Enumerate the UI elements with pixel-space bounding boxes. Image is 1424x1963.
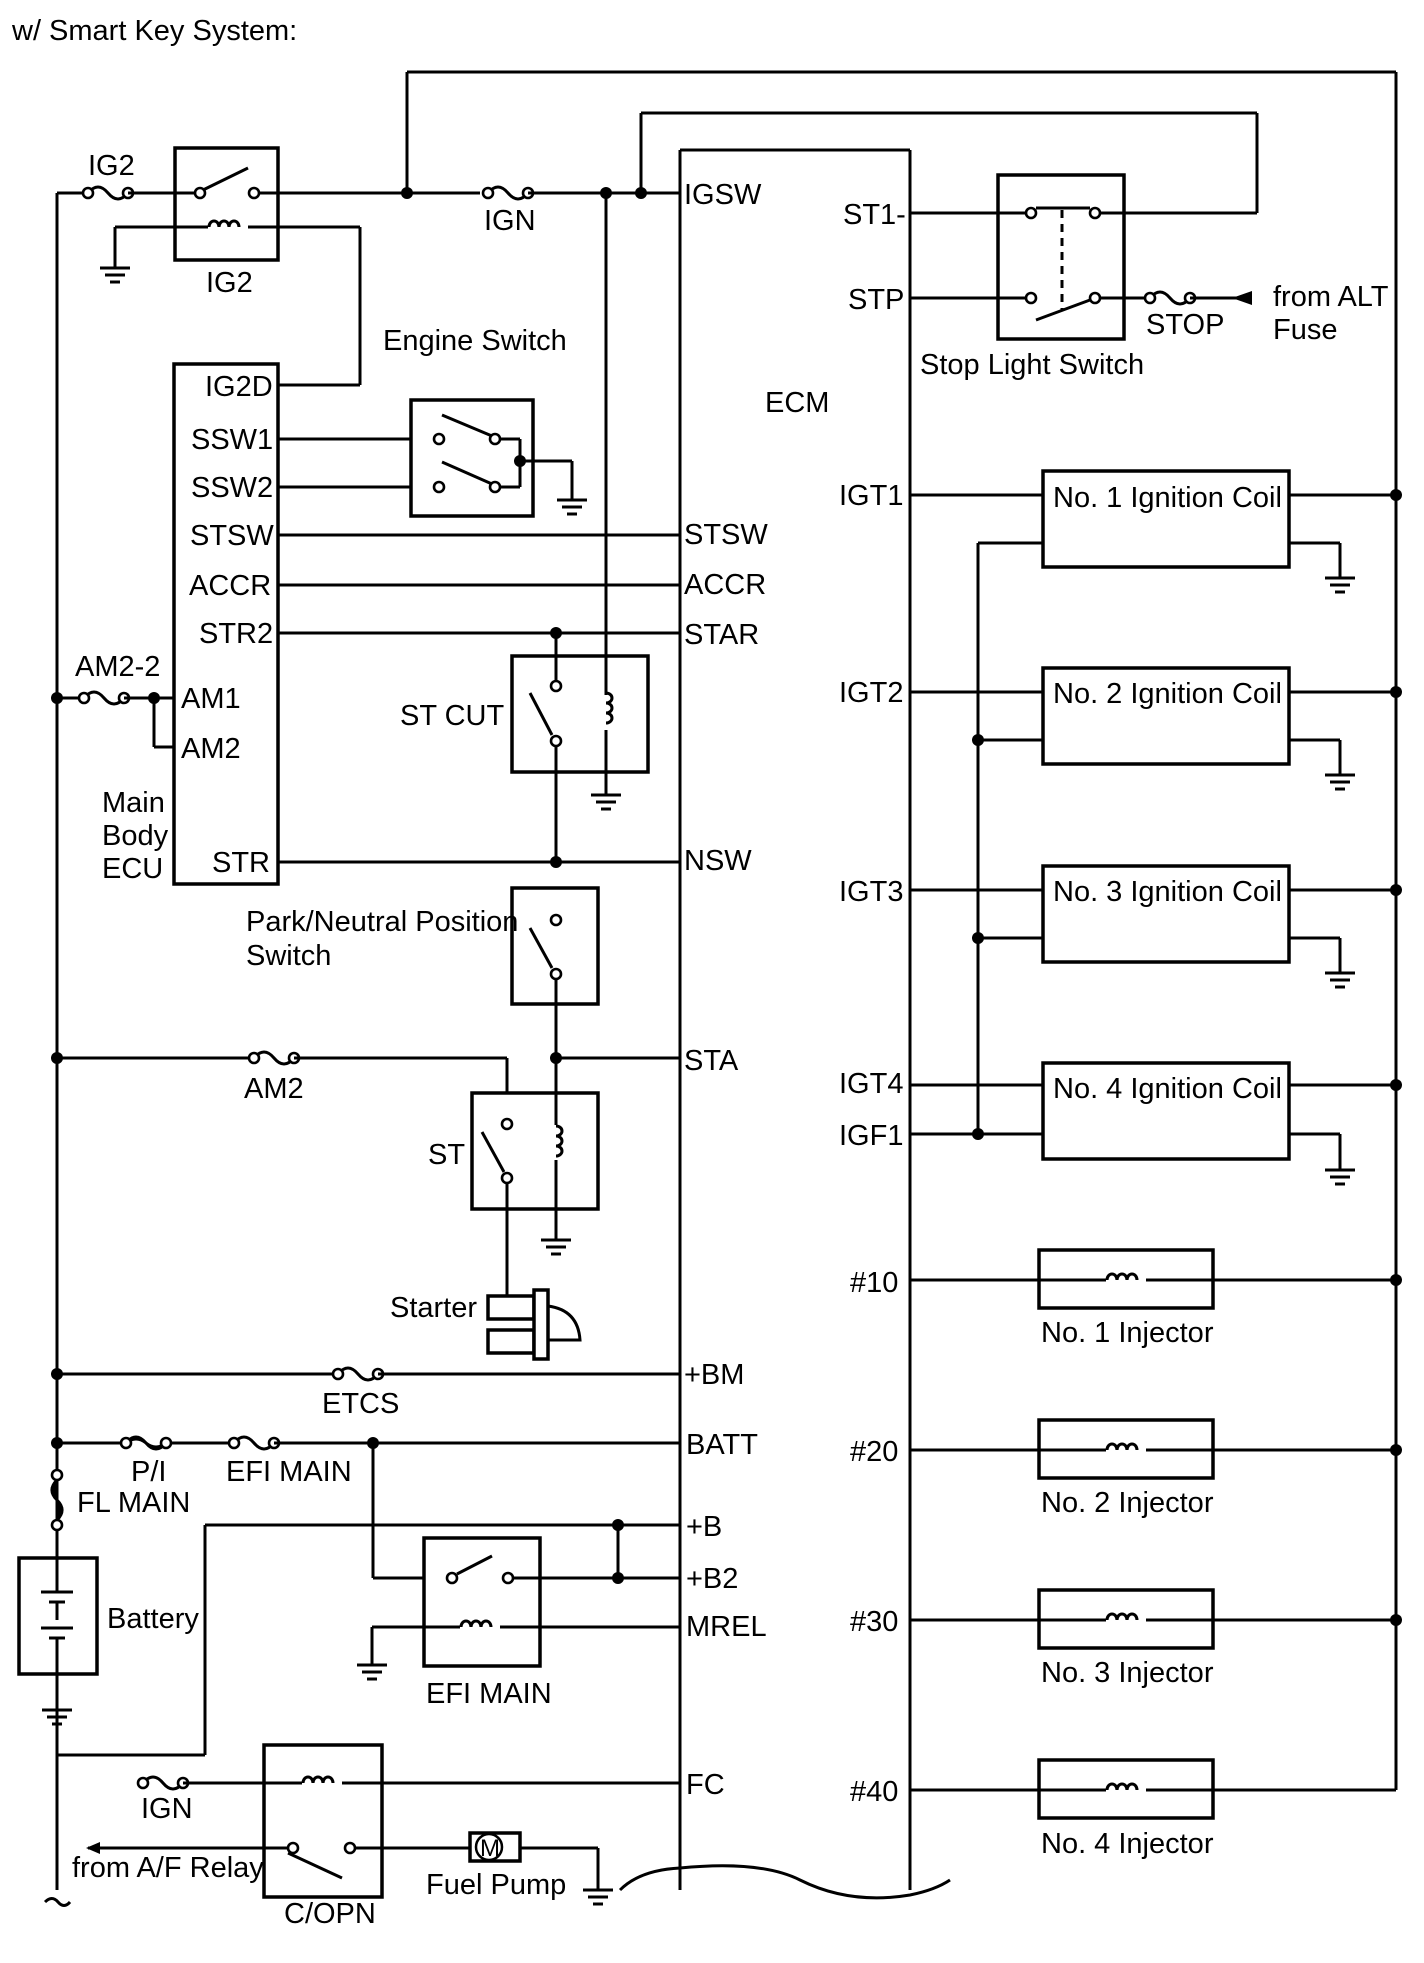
- main-body-ecu: [51, 362, 680, 886]
- park-neutral-label-2: Switch: [246, 940, 331, 972]
- ecm-pin-accr: ACCR: [684, 569, 766, 601]
- ecm-pin-igf1: IGF1: [839, 1120, 903, 1152]
- injector-2: [910, 1418, 1402, 1480]
- ecm-pin-nsw: NSW: [684, 845, 752, 877]
- efi-main-relay: [57, 1519, 680, 1757]
- ecm-box: [618, 148, 951, 1900]
- ign-fuse2-label: IGN: [141, 1793, 193, 1825]
- ignition-coils: [910, 469, 1402, 1186]
- ecm-pin-10: #10: [850, 1267, 898, 1299]
- mbecu-title-2: Body: [102, 820, 169, 852]
- ig2-fuse-label: IG2: [88, 150, 135, 182]
- ecm-pin-bm: +BM: [684, 1359, 744, 1391]
- mbecu-title-1: Main: [102, 787, 165, 819]
- ecm-pin-stsw: STSW: [684, 519, 768, 551]
- battery-label: Battery: [107, 1603, 199, 1635]
- ignition-coil-1: [910, 469, 1402, 594]
- ignition-coil-4-label: No. 4 Ignition Coil: [1053, 1073, 1282, 1105]
- ignition-coil-2-label: No. 2 Ignition Coil: [1053, 678, 1282, 710]
- ecm-pin-fc: FC: [686, 1769, 725, 1801]
- mbecu-pin-ssw2: SSW2: [191, 472, 273, 504]
- mbecu-pin-ssw1: SSW1: [191, 424, 273, 456]
- ignition-coil-3-label: No. 3 Ignition Coil: [1053, 876, 1282, 908]
- ecm-pin-batt: BATT: [686, 1429, 758, 1461]
- pi-fuse-label: P/I: [131, 1456, 166, 1488]
- injectors: [910, 1248, 1402, 1820]
- ig2-circuit: [55, 70, 1398, 1890]
- am2-fuse-label: AM2: [244, 1073, 304, 1105]
- mbecu-pin-am1: AM1: [181, 683, 241, 715]
- park-neutral-switch: [510, 856, 680, 1064]
- stop-fuse-label: STOP: [1146, 309, 1224, 341]
- ecm-pin-30: #30: [850, 1606, 898, 1638]
- mbecu-pin-am2: AM2: [181, 733, 241, 765]
- ecm-pin-igt3: IGT3: [839, 876, 903, 908]
- mbecu-pin-str: STR: [212, 847, 270, 879]
- am22-fuse-label: AM2-2: [75, 651, 160, 683]
- engine-switch-label: Engine Switch: [383, 325, 567, 357]
- stop-light-switch-label: Stop Light Switch: [920, 349, 1144, 381]
- st-cut-relay: [510, 627, 650, 862]
- ecm-pin-40: #40: [850, 1776, 898, 1808]
- copn-relay: [43, 1743, 680, 1907]
- injector-4: [910, 1758, 1396, 1820]
- ecm-pin-star: STAR: [684, 619, 759, 651]
- ecm-pin-igt1: IGT1: [839, 480, 903, 512]
- ecm-pin-b: +B: [686, 1511, 722, 1543]
- mbecu-pin-ig2d: IG2D: [205, 371, 273, 403]
- efi-main-relay-label: EFI MAIN: [426, 1678, 552, 1710]
- ecm-pin-igsw: IGSW: [684, 179, 762, 211]
- motor-symbol: M: [480, 1835, 500, 1862]
- from-af-relay-label: from A/F Relay: [72, 1852, 264, 1884]
- ecm-pin-20: #20: [850, 1436, 898, 1468]
- fuel-pump-label: Fuel Pump: [426, 1869, 566, 1901]
- starter-label: Starter: [390, 1292, 477, 1324]
- ignition-coil-3: [910, 864, 1402, 989]
- injector-3-label: No. 3 Injector: [1041, 1657, 1214, 1689]
- st-cut-label: ST CUT: [400, 700, 504, 732]
- ecm-pin-b2: +B2: [686, 1563, 738, 1595]
- engine-switch: [409, 398, 589, 518]
- mbecu-pin-accr: ACCR: [189, 570, 271, 602]
- batt-line: [51, 1435, 680, 1580]
- copn-label: C/OPN: [284, 1898, 376, 1930]
- ecm-pin-st1: ST1-: [843, 199, 906, 231]
- injector-2-label: No. 2 Injector: [1041, 1487, 1214, 1519]
- st-relay-label: ST: [428, 1139, 465, 1171]
- ig2-relay-label: IG2: [206, 267, 253, 299]
- efi-main-fuse-label: EFI MAIN: [226, 1456, 352, 1488]
- ign-fuse-label: IGN: [484, 205, 536, 237]
- injector-1-label: No. 1 Injector: [1041, 1317, 1214, 1349]
- ecm-pin-igt4: IGT4: [839, 1068, 903, 1100]
- ecm-pin-igt2: IGT2: [839, 677, 903, 709]
- etcs-fuse-label: ETCS: [322, 1388, 399, 1420]
- ecm-pin-sta: STA: [684, 1045, 739, 1077]
- ignition-coil-1-label: No. 1 Ignition Coil: [1053, 482, 1282, 514]
- park-neutral-label-1: Park/Neutral Position: [246, 906, 518, 938]
- from-alt-label-1: from ALT: [1273, 281, 1389, 313]
- injector-3: [910, 1588, 1402, 1650]
- ignition-coil-2: [910, 666, 1402, 791]
- injector-1: [910, 1248, 1402, 1310]
- fl-main-label: FL MAIN: [77, 1487, 190, 1519]
- mbecu-pin-str2: STR2: [199, 618, 273, 650]
- mbecu-pin-stsw: STSW: [190, 520, 274, 552]
- ecm-pin-stp: STP: [848, 284, 904, 316]
- starter-motor: [486, 1288, 582, 1361]
- mbecu-title-3: ECU: [102, 853, 163, 885]
- stop-light-switch: [910, 173, 1252, 341]
- etcs-line: [51, 1366, 680, 1382]
- header-title: w/ Smart Key System:: [11, 15, 297, 47]
- battery: [17, 1468, 99, 1726]
- ecm-pin-mrel: MREL: [686, 1611, 767, 1643]
- from-alt-label-2: Fuse: [1273, 314, 1337, 346]
- injector-4-label: No. 4 Injector: [1041, 1828, 1214, 1860]
- ignition-coil-4: [910, 1061, 1402, 1186]
- ecm-title: ECM: [765, 387, 829, 419]
- st-relay: [51, 1050, 600, 1293]
